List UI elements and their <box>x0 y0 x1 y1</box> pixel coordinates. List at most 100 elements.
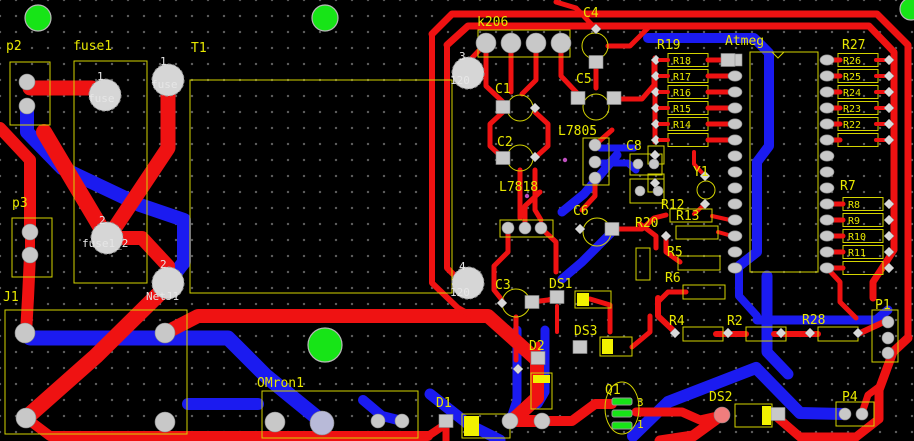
pad-net-label[interactable]: 120 <box>450 286 470 299</box>
pad-square[interactable] <box>438 414 454 428</box>
resistor-box-blank[interactable] <box>837 133 879 147</box>
component-label-P4[interactable]: P4 <box>842 390 858 405</box>
component-label-R13[interactable]: R13 <box>676 209 699 224</box>
pad-diamond[interactable] <box>883 214 895 226</box>
silkscreen-outline-R-blank[interactable] <box>675 225 719 240</box>
pad-round[interactable] <box>475 32 497 54</box>
component-label-R7[interactable]: R7 <box>840 179 856 194</box>
ic-pin-pad[interactable] <box>819 166 835 178</box>
silkscreen-circle-C1[interactable] <box>506 94 534 122</box>
pad-yellow-fill[interactable] <box>602 339 613 354</box>
pad-green-smd[interactable] <box>611 409 633 418</box>
pad-round[interactable] <box>534 221 548 235</box>
ic-pin-pad[interactable] <box>727 246 743 258</box>
component-label-L7805[interactable]: L7805 <box>558 124 597 139</box>
pad-round-red[interactable] <box>713 406 731 424</box>
pad-round-large[interactable] <box>151 266 185 300</box>
component-label-L7818[interactable]: L7818 <box>499 180 538 195</box>
component-label-R27[interactable]: R27 <box>842 38 865 53</box>
resistor-label[interactable]: R26 <box>843 56 861 67</box>
pad-diamond[interactable] <box>590 23 602 35</box>
silkscreen-outline-R6[interactable] <box>682 284 726 300</box>
trace-top-copper[interactable] <box>522 189 543 231</box>
ic-pin-pad[interactable] <box>819 102 835 114</box>
component-label-C5[interactable]: C5 <box>576 72 592 87</box>
pad-round[interactable] <box>533 412 551 430</box>
ic-pin-pad[interactable] <box>819 182 835 194</box>
pad-net-label[interactable]: NetJ1 <box>146 290 179 303</box>
component-label-J1[interactable]: J1 <box>3 290 19 305</box>
silkscreen-circle-C4[interactable] <box>581 32 609 60</box>
pad-round[interactable] <box>21 223 39 241</box>
component-label-C8[interactable]: C8 <box>626 139 642 154</box>
pad-green-smd[interactable] <box>611 397 633 406</box>
pad-diamond[interactable] <box>883 118 895 130</box>
trace-top-copper[interactable] <box>429 31 475 319</box>
trace-bottom-copper[interactable] <box>557 150 622 217</box>
silkscreen-outline-OMron1[interactable] <box>261 390 419 439</box>
trace-top-copper[interactable] <box>491 225 511 303</box>
pad-round[interactable] <box>264 411 286 433</box>
pad-round[interactable] <box>518 221 532 235</box>
pad-square[interactable] <box>495 151 511 165</box>
pad-round[interactable] <box>500 32 522 54</box>
trace-top-copper[interactable] <box>654 409 728 441</box>
pad-square[interactable] <box>549 290 565 304</box>
trace-top-copper[interactable] <box>553 0 599 32</box>
ic-pin-pad[interactable] <box>727 134 743 146</box>
pad-square[interactable] <box>495 100 511 114</box>
trace-bottom-copper[interactable] <box>20 101 191 287</box>
component-label-D1[interactable]: D1 <box>436 396 452 411</box>
component-label-OMron1[interactable]: OMron1 <box>257 376 304 391</box>
resistor-label[interactable]: R25 <box>843 72 861 83</box>
component-label-C6[interactable]: C6 <box>573 204 589 219</box>
silkscreen-outline-R13[interactable] <box>669 208 713 223</box>
pad-diamond[interactable] <box>512 363 524 375</box>
pad-round[interactable] <box>21 246 39 264</box>
trace-top-copper[interactable] <box>692 150 707 178</box>
ic-pin-pad[interactable] <box>727 102 743 114</box>
pad-round[interactable] <box>588 155 602 169</box>
trace-top-copper[interactable] <box>538 225 559 275</box>
pad-round[interactable] <box>588 171 602 185</box>
trace-top-copper[interactable] <box>18 277 176 426</box>
ic-pin-pad[interactable] <box>727 86 743 98</box>
ic-pin-pad[interactable] <box>819 86 835 98</box>
component-label-D2[interactable]: D2 <box>529 339 545 354</box>
ic-pin-pad[interactable] <box>819 134 835 146</box>
resistor-label[interactable]: R9 <box>848 216 860 227</box>
trace-top-copper[interactable] <box>540 399 617 426</box>
pad-round[interactable] <box>881 315 895 329</box>
silkscreen-outline-P1[interactable] <box>871 309 899 363</box>
ic-pin-pad[interactable] <box>819 118 835 130</box>
trace-top-copper[interactable] <box>36 124 115 246</box>
component-label-Atmeg[interactable]: Atmeg <box>725 34 764 49</box>
silkscreen-outline-DS3[interactable] <box>599 336 633 357</box>
via-small[interactable] <box>562 157 568 163</box>
trace-top-copper[interactable] <box>858 382 884 417</box>
pad-round[interactable] <box>18 73 36 91</box>
pad-square[interactable] <box>604 222 620 236</box>
pad-net-label[interactable]: 2 <box>160 258 167 271</box>
component-label-T1[interactable]: T1 <box>191 41 207 56</box>
pad-round-large[interactable] <box>151 63 185 97</box>
ic-pin-pad[interactable] <box>819 70 835 82</box>
ic-pin-pad[interactable] <box>819 230 835 242</box>
component-label-R2[interactable]: R2 <box>727 314 743 329</box>
component-label-C3[interactable]: C3 <box>495 278 511 293</box>
silkscreen-outline-J1[interactable] <box>4 309 188 435</box>
pad-square[interactable] <box>572 340 588 354</box>
trace-bottom-copper[interactable] <box>557 227 617 284</box>
pad-square[interactable] <box>530 351 546 365</box>
trace-top-copper[interactable] <box>663 237 683 265</box>
pad-net-label[interactable]: 1 <box>160 55 167 68</box>
trace-top-copper[interactable] <box>532 167 544 223</box>
pad-round[interactable] <box>154 411 176 433</box>
ic-pin-pad[interactable] <box>727 150 743 162</box>
component-label-DS2[interactable]: DS2 <box>709 390 732 405</box>
pad-square[interactable] <box>770 407 786 421</box>
silkscreen-outline-R4[interactable] <box>682 326 724 342</box>
pad-net-label[interactable]: fuse <box>88 92 115 105</box>
pad-net-label[interactable]: 3 <box>459 50 466 63</box>
trace-top-copper[interactable] <box>428 10 912 340</box>
